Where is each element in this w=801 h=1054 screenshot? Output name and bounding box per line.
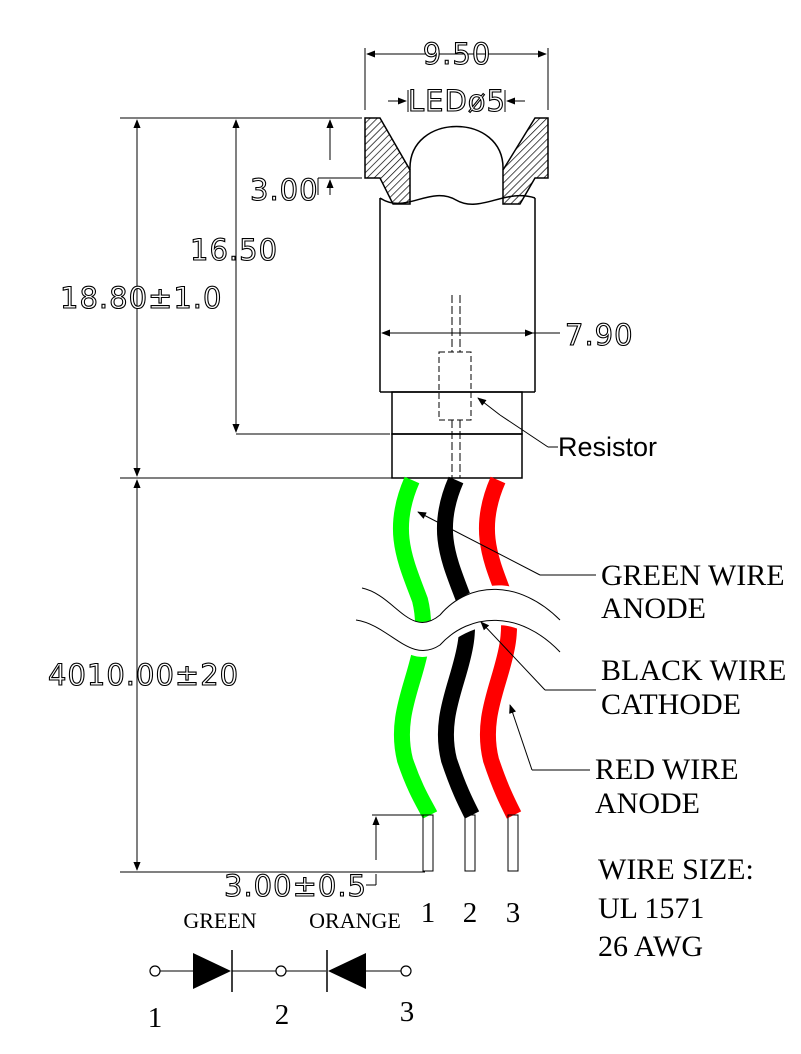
cap-lower: [391, 433, 523, 479]
wire-size-gauge: 26 AWG: [598, 930, 703, 963]
schematic-pin-1: 1: [148, 1002, 163, 1034]
left-flange: [364, 117, 411, 205]
black-wire: [436, 476, 480, 819]
dim-lead-length: 4010.00±20: [48, 658, 239, 692]
green-wire-label: GREEN WIRE: [601, 559, 785, 592]
pin-node-3: [400, 965, 412, 977]
dim-led: LEDø5: [408, 84, 506, 118]
green-diode: [193, 953, 231, 989]
diode-label-orange: ORANGE: [309, 908, 401, 933]
right-flange: [502, 117, 549, 205]
schematic-pin-3: 3: [400, 996, 415, 1028]
pin-node-2: [275, 965, 287, 977]
break-line-lower: [355, 619, 561, 653]
stripped-end-3: [507, 814, 519, 872]
wire-number-1: 1: [421, 897, 436, 929]
green-wire-role: ANODE: [601, 592, 706, 625]
stripped-end-1: [422, 814, 434, 872]
wire-number-2: 2: [463, 897, 478, 929]
dim-total-height: 18.80±1.0: [60, 281, 222, 315]
housing: [379, 198, 536, 479]
wire-size-standard: UL 1571: [598, 892, 704, 925]
led-dome: [409, 125, 504, 171]
green-wire: [392, 476, 438, 819]
wires: [350, 476, 561, 872]
black-wire-label: BLACK WIRE: [601, 654, 786, 687]
orange-diode: [328, 953, 366, 989]
dim-width: 9.50: [423, 37, 492, 71]
pin-node-1: [149, 965, 161, 977]
red-wire-label: RED WIRE: [595, 753, 739, 786]
wire-size-heading: WIRE SIZE:: [598, 853, 754, 886]
dim-body-diameter: 7.90: [565, 318, 634, 352]
schematic: GREEN ORANGE 1 2 3: [148, 908, 415, 1034]
dim-flange: 3.00: [250, 173, 319, 207]
schematic-pin-2: 2: [275, 999, 290, 1031]
black-wire-role: CATHODE: [601, 688, 741, 721]
break-line-upper: [361, 587, 561, 623]
resistor-body: [438, 351, 472, 421]
resistor-callout: Resistor: [558, 432, 657, 462]
red-wire: [478, 476, 522, 819]
led-head: [364, 117, 549, 205]
leader-lines: [417, 397, 596, 771]
dim-body-height: 16.50: [190, 233, 278, 267]
dim-strip-length: 3.00±0.5: [224, 869, 367, 903]
dimension-lines: [120, 48, 560, 886]
cap-upper: [391, 391, 523, 435]
stripped-end-2: [464, 814, 476, 872]
red-wire-role: ANODE: [595, 787, 700, 820]
led-cut-line: [379, 194, 536, 205]
diode-label-green: GREEN: [183, 908, 256, 933]
wire-number-3: 3: [506, 897, 521, 929]
